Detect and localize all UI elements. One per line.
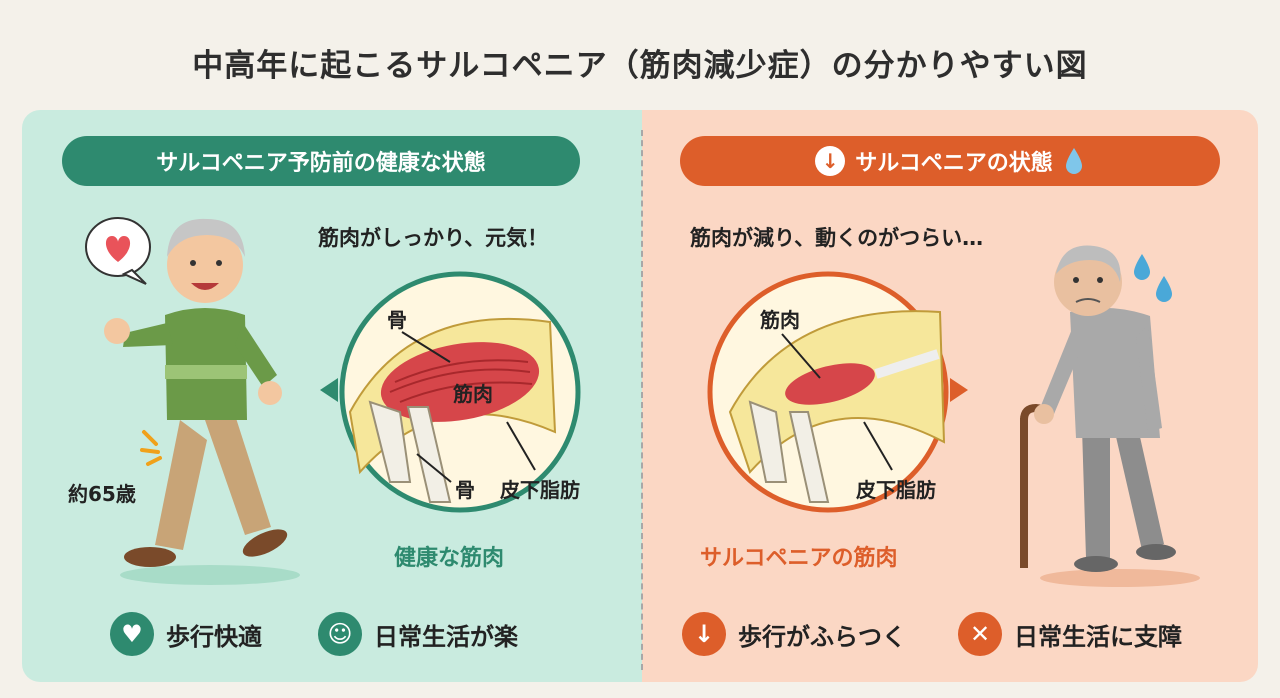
bone-bottom-leader	[416, 453, 452, 483]
sarcopenia-muscle-diagram	[707, 271, 968, 513]
x-icon: ✕	[958, 612, 1002, 656]
sarcopenia-speech: 筋肉が減り、動くのがつらい…	[690, 226, 984, 250]
bone-top-label: 骨	[387, 308, 407, 332]
bottom-item-daily-life-impaired: ✕ 日常生活に支障	[958, 612, 1182, 656]
fat-label-healthy: 皮下脂肪	[500, 478, 580, 502]
sarcopenia-header: ↓ サルコペニアの状態	[680, 136, 1220, 186]
sarcopenia-muscle-caption: サルコペニアの筋肉	[700, 546, 898, 571]
bottom-label-daily-life-impaired: 日常生活に支障	[1014, 622, 1182, 651]
muscle-leader-sarcopenia	[781, 333, 821, 379]
age-label: 約65歳	[68, 482, 136, 506]
fat-leader-sarcopenia	[863, 421, 893, 471]
muscle-label-healthy: 筋肉	[453, 382, 493, 406]
bone-bottom-label: 骨	[455, 478, 475, 502]
bottom-label-walking-unsteady: 歩行がふらつく	[738, 622, 906, 651]
fat-label-sarcopenia: 皮下脂肪	[856, 478, 936, 502]
healthy-header: サルコペニア予防前の健康な状態	[62, 136, 580, 186]
smile-icon: ☺	[318, 612, 362, 656]
bone-top-leader	[401, 331, 451, 363]
healthy-muscle-caption: 健康な筋肉	[394, 546, 505, 571]
page-title: 中高年に起こるサルコペニア（筋肉減少症）の分かりやすい図	[192, 48, 1088, 84]
healthy-muscle-diagram	[320, 271, 581, 513]
healthy-header-label: サルコペニア予防前の健康な状態	[156, 151, 486, 176]
fat-leader-healthy	[506, 421, 536, 471]
sweat-drop-icon	[1065, 148, 1082, 174]
sweat-drops-icon	[1134, 254, 1172, 302]
bottom-label-walking-comfortable: 歩行快適	[166, 622, 262, 651]
elderly-man-illustration	[1020, 245, 1200, 587]
bottom-item-daily-life-easy: ☺ 日常生活が楽	[318, 612, 518, 656]
sarcopenia-header-label: サルコペニアの状態	[855, 151, 1053, 176]
panel-divider	[641, 130, 643, 670]
bottom-label-daily-life-easy: 日常生活が楽	[374, 622, 518, 651]
healthy-man-illustration	[104, 218, 300, 585]
bottom-item-walking-unsteady: ↓ 歩行がふらつく	[682, 612, 906, 656]
bottom-item-walking-comfortable: ♥ 歩行快適	[110, 612, 262, 656]
muscle-label-sarcopenia: 筋肉	[760, 308, 800, 332]
motion-lines-icon	[140, 430, 162, 466]
heart-bubble-icon	[85, 217, 151, 285]
heart-icon: ♥	[110, 612, 154, 656]
arrow-down-icon: ↓	[682, 612, 726, 656]
arrow-down-icon: ↓	[815, 146, 846, 176]
healthy-speech: 筋肉がしっかり、元気！	[318, 226, 549, 250]
